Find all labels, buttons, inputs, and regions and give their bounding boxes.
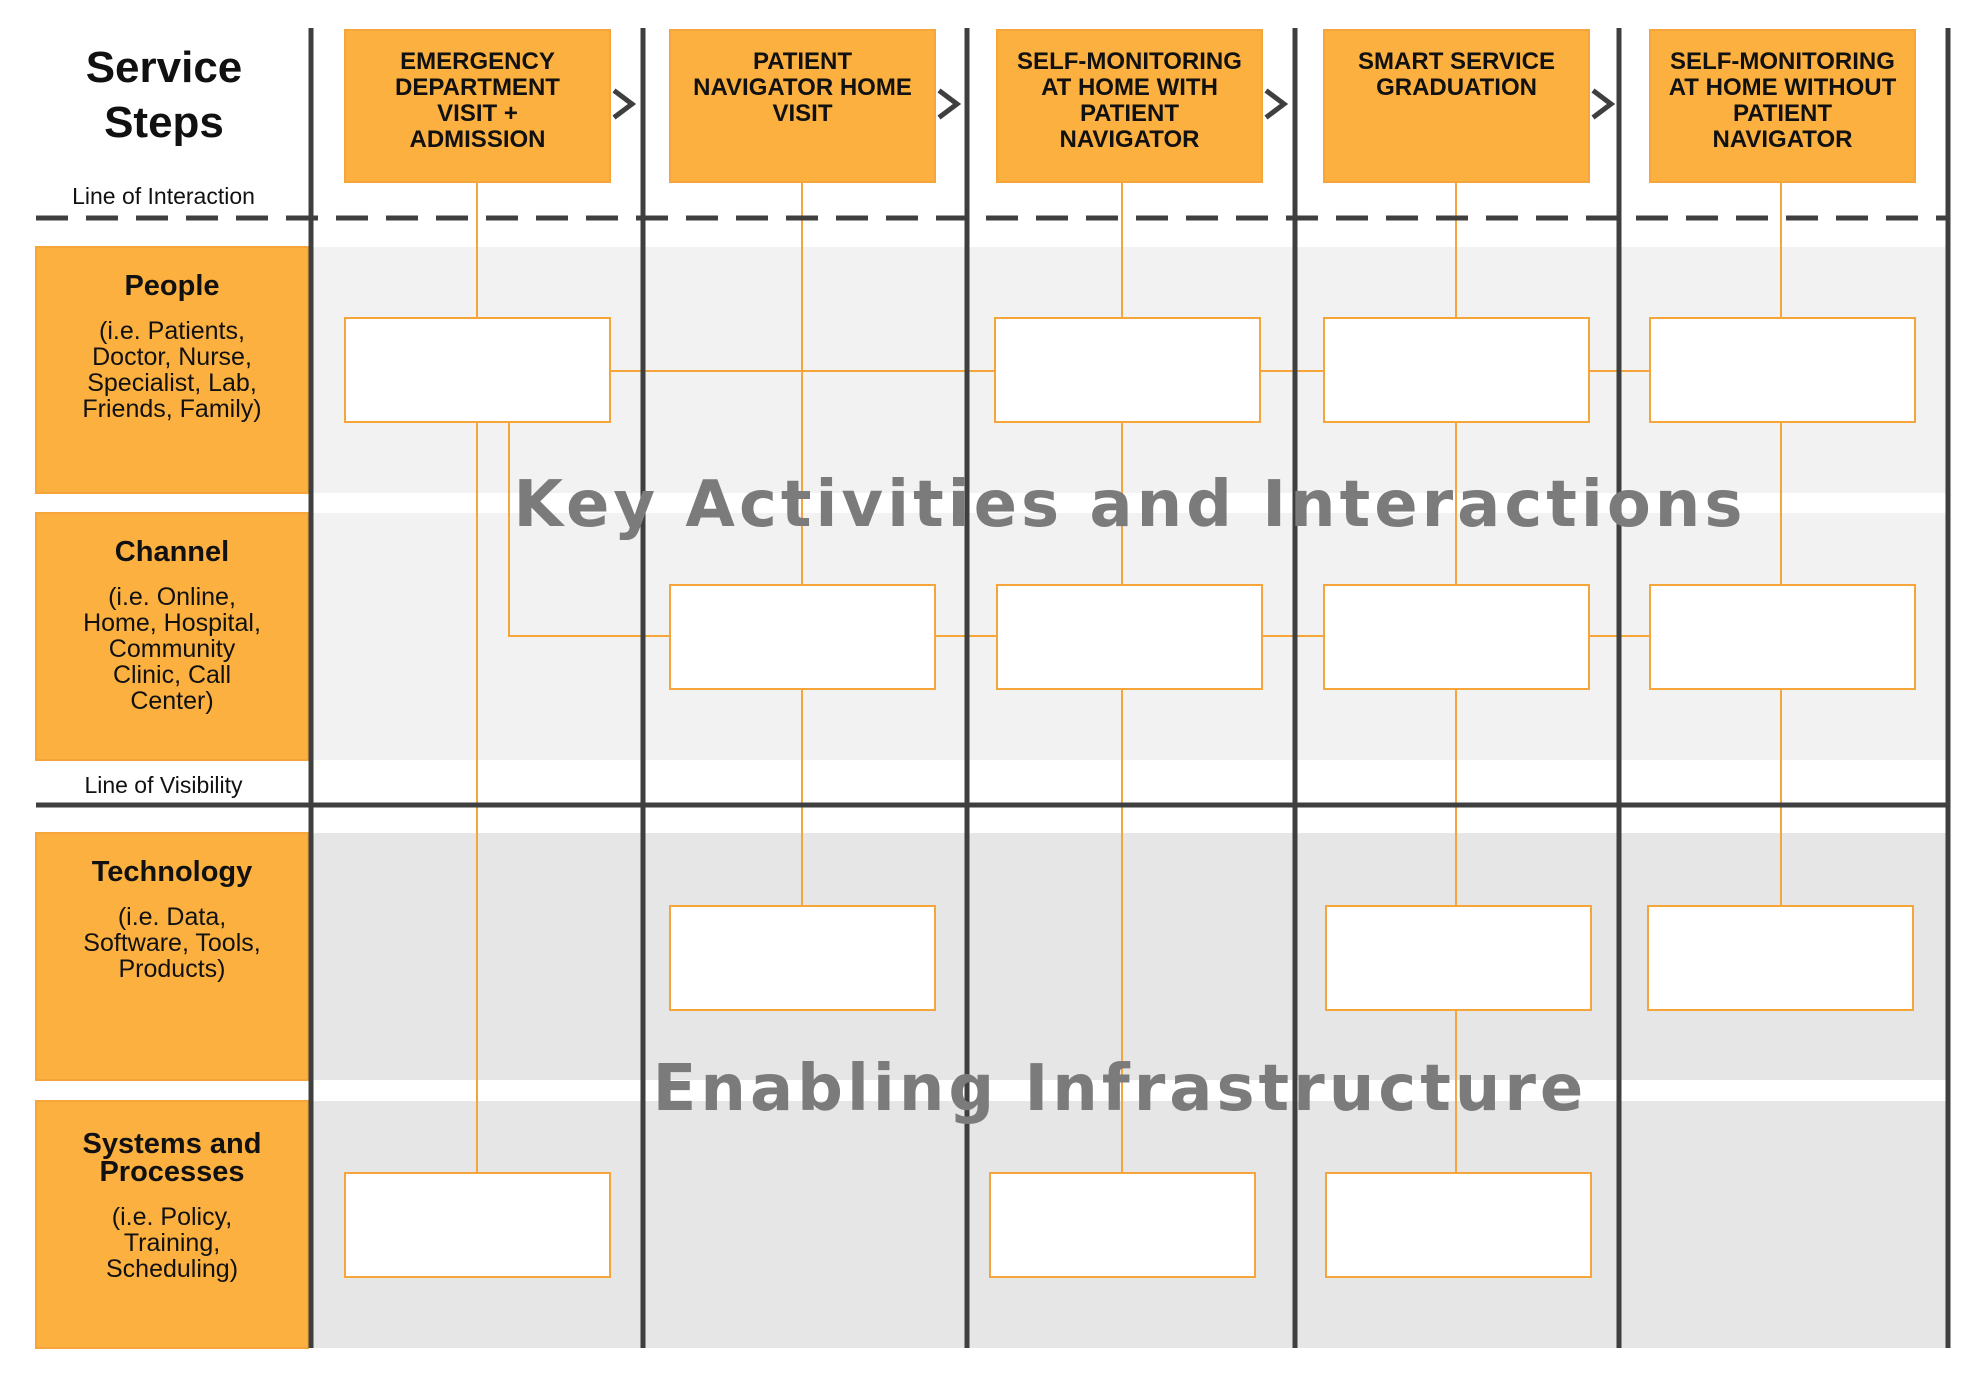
- band-label-enabling-infrastructure: Enabling Infrastructure: [652, 1052, 1588, 1126]
- step-boxes: [344, 29, 1916, 183]
- activity-box[interactable]: [989, 1172, 1256, 1278]
- activity-box[interactable]: [344, 1172, 611, 1278]
- line-of-visibility-label: Line of Visibility: [84, 772, 243, 798]
- arrow-right-icon: [612, 88, 637, 120]
- activity-box[interactable]: [1649, 317, 1916, 423]
- row-desc-people: (i.e. Patients, Doctor, Nurse, Specialis…: [82, 317, 262, 423]
- row-technology: Technology (i.e. Data, Software, Tools, …: [36, 856, 308, 983]
- activity-box[interactable]: [1649, 584, 1916, 690]
- row-header-technology: [35, 832, 309, 1081]
- activity-box[interactable]: [994, 317, 1261, 423]
- step-label-3: SELF-MONITORING AT HOME WITH PATIENT NAV…: [1017, 48, 1242, 153]
- step-box-2: [669, 29, 936, 183]
- row-title-technology: Technology: [91, 856, 253, 888]
- activity-box[interactable]: [1323, 317, 1590, 423]
- line-of-interaction-label: Line of Interaction: [72, 183, 255, 209]
- activity-box[interactable]: [1325, 1172, 1592, 1278]
- service-steps-title: Service Steps: [85, 43, 243, 147]
- step-arrows: [612, 88, 1616, 120]
- activity-box[interactable]: [669, 905, 936, 1011]
- step-label-4: SMART SERVICE GRADUATION: [1358, 48, 1555, 101]
- step-label-5: SELF-MONITORING AT HOME WITHOUT PATIENT …: [1668, 48, 1897, 153]
- connector-step1-channel: [508, 422, 670, 637]
- band-label-key-activities: Key Activities and Interactions: [513, 468, 1747, 542]
- arrow-right-icon: [1264, 88, 1289, 120]
- activity-box[interactable]: [1323, 584, 1590, 690]
- column-dividers: [308, 28, 1951, 1348]
- activity-box[interactable]: [1647, 905, 1914, 1011]
- step-box-4: [1323, 29, 1590, 183]
- row-title-channel: Channel: [114, 536, 230, 568]
- activity-box[interactable]: [996, 584, 1263, 690]
- step-box-1: [344, 29, 611, 183]
- row-header-systems: [35, 1100, 309, 1349]
- row-desc-systems: (i.e. Policy, Training, Scheduling): [105, 1203, 239, 1283]
- row-systems: Systems and Processes (i.e. Policy, Trai…: [36, 1128, 308, 1283]
- row-channel: Channel (i.e. Online, Home, Hospital, Co…: [36, 536, 308, 715]
- row-desc-channel: (i.e. Online, Home, Hospital, Community …: [83, 583, 261, 715]
- arrow-right-icon: [1591, 88, 1616, 120]
- row-title-systems: Systems and Processes: [82, 1128, 262, 1188]
- step-label-2: PATIENT NAVIGATOR HOME VISIT: [693, 48, 912, 127]
- row-title-people: People: [124, 270, 220, 302]
- arrow-right-icon: [937, 88, 962, 120]
- step-box-3: [996, 29, 1263, 183]
- row-header-people: [35, 246, 309, 494]
- step-box-5: [1649, 29, 1916, 183]
- row-header-channel: [35, 512, 309, 761]
- activity-boxes: [344, 317, 1916, 1278]
- step-label-1: EMERGENCY DEPARTMENT VISIT + ADMISSION: [395, 48, 560, 153]
- activity-box[interactable]: [1325, 905, 1592, 1011]
- activity-box[interactable]: [669, 584, 936, 690]
- activity-box[interactable]: [344, 317, 611, 423]
- row-desc-technology: (i.e. Data, Software, Tools, Products): [83, 903, 261, 983]
- row-people: People (i.e. Patients, Doctor, Nurse, Sp…: [36, 270, 308, 423]
